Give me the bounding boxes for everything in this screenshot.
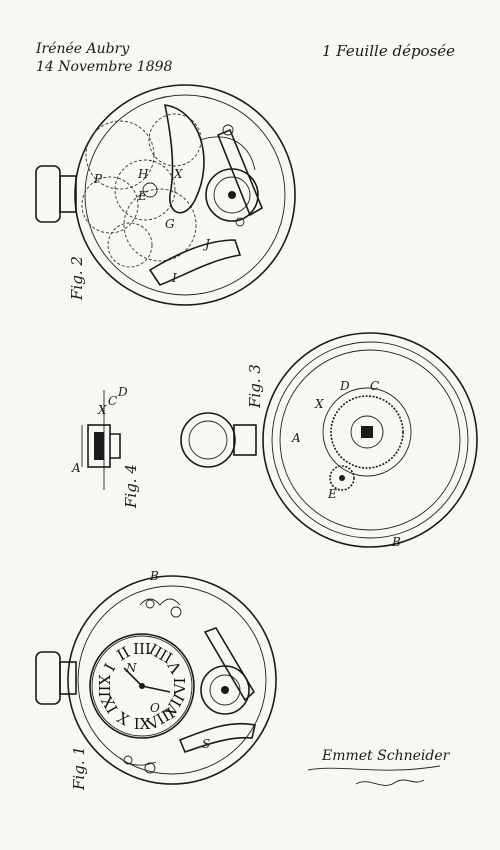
fig2-letter: G [165, 217, 175, 231]
figure-3-watch: A X D C E B Fig. 3 [180, 332, 478, 549]
fig3-case-inner [279, 349, 461, 531]
fig1-letter: B [149, 569, 159, 583]
fig3-letter: B [391, 535, 401, 549]
fig2-letter: H [137, 167, 149, 181]
figure-4-section: A X C D Fig. 4 [71, 385, 140, 509]
fig3-letter: C [370, 379, 379, 393]
fig4-collar [110, 433, 121, 459]
fig2-dashed-wheel [107, 222, 153, 268]
fig2-pendant [59, 175, 77, 213]
fig1-dial-numeral: XII [95, 675, 113, 698]
fig3-hub [350, 415, 384, 449]
fig1-crown [35, 651, 61, 705]
fig2-dashed-wheel [114, 159, 176, 221]
fig1-dial-numeral: X [114, 708, 133, 729]
fig1-flower [123, 755, 133, 765]
figure-1-label: Fig. 1 [70, 746, 88, 791]
fig2-dashed-wheel [148, 113, 202, 167]
fig2-letter: X [173, 167, 183, 181]
fig3-square-arbor [361, 426, 373, 438]
fig2-bridge [148, 239, 242, 286]
figure-2-watch: P E H X G J I Fig. 2 [35, 84, 296, 306]
inventor-date-block: Irénée Aubry 14 Novembre 1898 [36, 40, 172, 76]
fig2-case-inner [84, 94, 286, 296]
fig4-bush [87, 424, 111, 468]
fig1-minute-hand [141, 685, 171, 693]
fig1-floral-engraving [119, 757, 157, 766]
fig2-cock [216, 128, 264, 217]
fig1-flower [144, 762, 156, 774]
fig2-screw [222, 124, 234, 136]
fig3-letter: D [339, 379, 350, 393]
fig2-center-pinion [142, 182, 158, 198]
fig3-case-outer [262, 332, 478, 548]
fig1-case-outer [67, 575, 277, 785]
fig1-dial-numeral: III [133, 639, 151, 657]
fig1-dial-numeral: I [100, 660, 119, 674]
fig4-core [94, 432, 104, 460]
fig2-crown [35, 165, 61, 223]
fig2-bridge [163, 104, 205, 214]
fig1-flower [145, 599, 155, 609]
figure-4-label: Fig. 4 [122, 464, 140, 509]
fig2-case-outer [74, 84, 296, 306]
fig2-balance-inner [213, 176, 251, 214]
fig1-letter: S [202, 737, 210, 751]
fig1-cock [203, 627, 256, 702]
fig2-dashed-wheel [81, 176, 139, 234]
fig1-dial-ring [89, 633, 195, 739]
fig3-plate [322, 387, 412, 477]
fig1-case-inner [77, 585, 267, 775]
fig2-letter: J [202, 237, 211, 251]
fig2-letter: P [93, 172, 103, 186]
fig4-letter: C [108, 394, 117, 408]
fig3-case-ring [271, 341, 469, 539]
fig1-bridge [178, 722, 256, 754]
fig4-letter: A [71, 461, 81, 475]
fig1-letter: N [125, 661, 137, 675]
fig2-balance-staff [228, 191, 236, 199]
fig2-letter: E [137, 189, 147, 203]
fig3-pendant [233, 424, 257, 456]
fig2-dashed-wheel [123, 188, 197, 262]
fig1-dial-numeral: VI [171, 678, 189, 696]
signature: Emmet Schneider [321, 748, 451, 764]
fig2-arm [199, 136, 256, 171]
fig3-letter: A [291, 431, 301, 445]
fig3-pinion-center [339, 475, 345, 481]
signature-block: Emmet Schneider [307, 748, 451, 786]
sheet-note: 1 Feuille déposée [322, 42, 456, 60]
fig1-hour-hand [123, 667, 143, 687]
fig1-dial-numeral: XI [97, 693, 121, 716]
fig3-bow-inner [188, 420, 228, 460]
fig1-pendant [59, 661, 77, 695]
fig3-pinion [329, 465, 355, 491]
fig1-flower [170, 606, 182, 618]
fig3-letter: E [327, 487, 337, 501]
fig1-floral-engraving [139, 598, 181, 606]
signature-flourish [355, 779, 425, 786]
fig4-letter: D [117, 385, 128, 399]
fig1-dial-inner [91, 635, 193, 737]
figure-2-label: Fig. 2 [68, 256, 86, 301]
fig3-bow-outer [180, 412, 236, 468]
inventor-name: Irénée Aubry [36, 41, 130, 57]
fig2-screw [235, 217, 245, 227]
fig4-letter: X [97, 403, 107, 417]
filing-date: 14 Novembre 1898 [36, 59, 173, 75]
signature-flourish [307, 765, 441, 771]
fig1-letter: O [150, 701, 160, 715]
fig1-balance-staff [221, 686, 229, 694]
fig3-great-wheel [330, 395, 404, 469]
fig1-dial-numeral: IX [134, 715, 151, 733]
fig3-letter: X [314, 397, 324, 411]
figure-3-label: Fig. 3 [246, 364, 264, 409]
fig1-hand-pivot [139, 683, 145, 689]
fig2-letter: I [171, 271, 177, 285]
